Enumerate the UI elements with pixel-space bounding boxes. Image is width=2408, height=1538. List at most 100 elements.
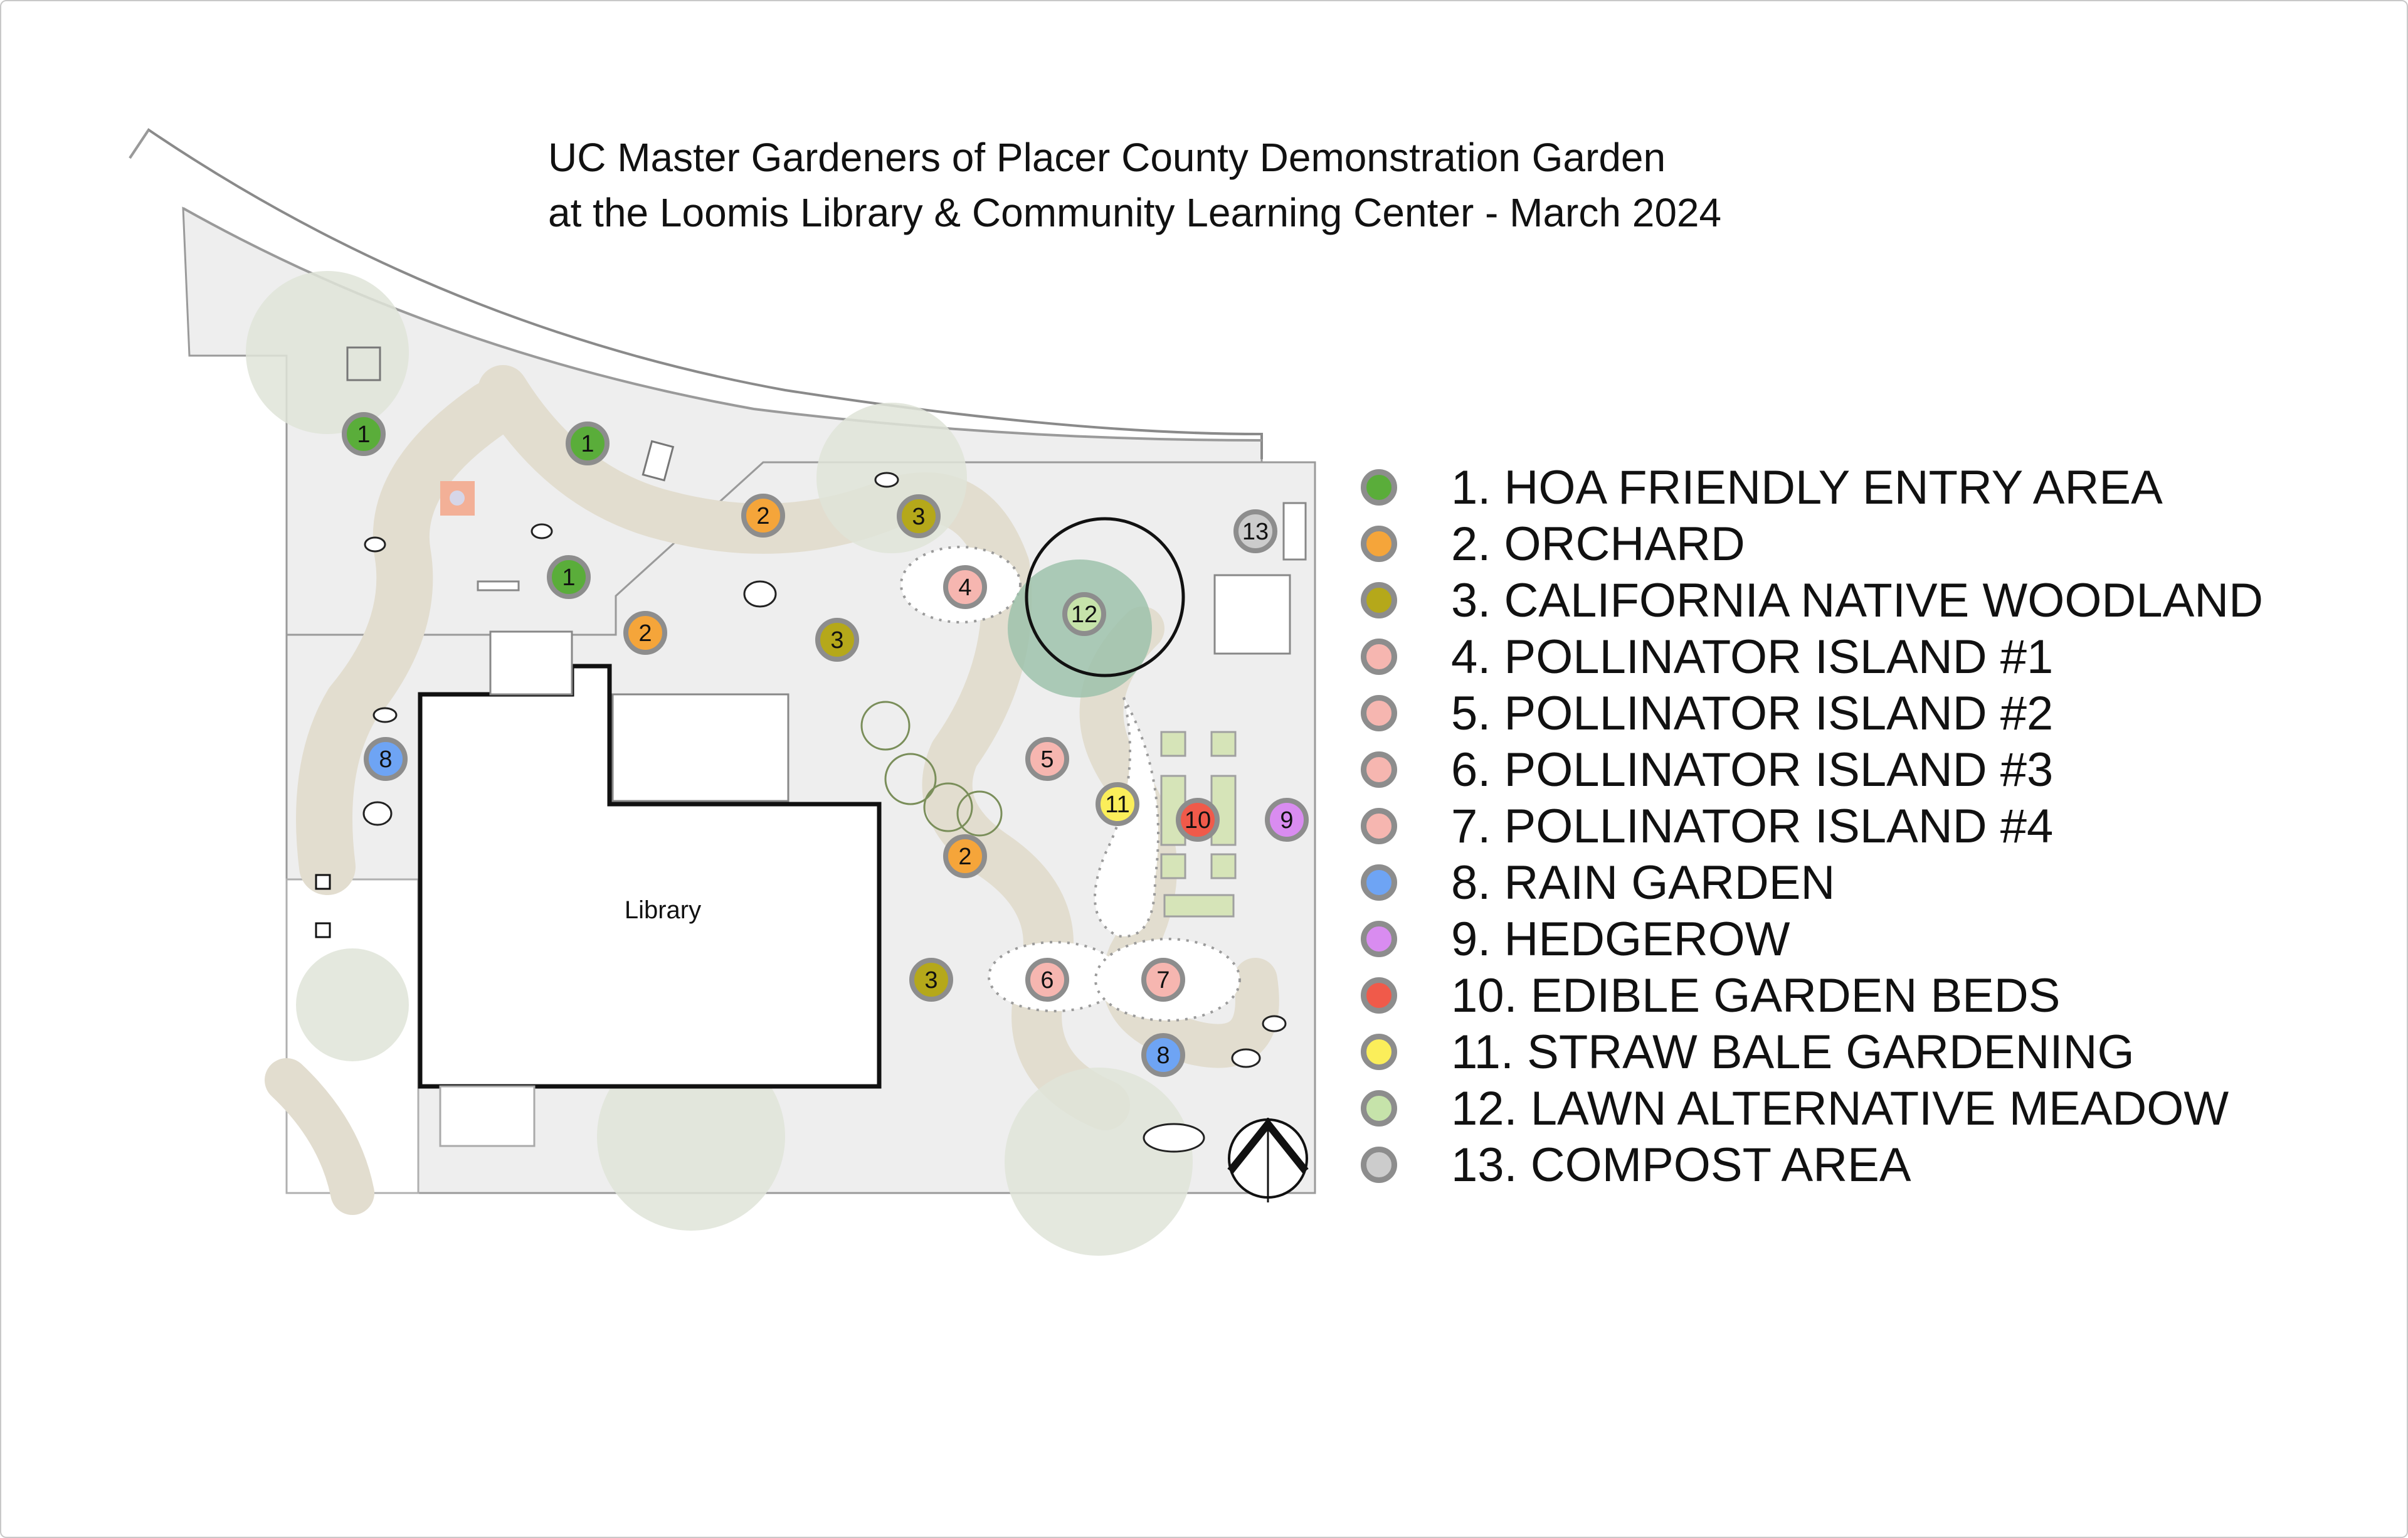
legend-label: 1. HOA FRIENDLY ENTRY AREA [1451,461,2163,514]
legend-item: 10. EDIBLE GARDEN BEDS [1356,972,2359,1029]
orchard-tree [860,701,911,751]
legend-swatch [1361,526,1397,562]
marker-number: 8 [379,746,392,773]
legend-label: 9. HEDGEROW [1451,913,1790,966]
legend-swatch [1361,808,1397,844]
legend-item: 5. POLLINATOR ISLAND #2 [1356,690,2359,746]
marker-number: 6 [1040,967,1054,994]
library-building: Library [418,630,882,1089]
legend-swatch [1361,921,1397,957]
legend-item: 8. RAIN GARDEN [1356,859,2359,916]
site-features [315,346,675,1147]
garden-bed [1163,894,1235,918]
marker-number: 2 [638,620,652,647]
legend-swatch [1361,1090,1397,1127]
marker-number: 12 [1071,602,1097,628]
compost-bin [1282,502,1307,561]
marker-number: 11 [1105,792,1129,818]
garden-beds [1160,731,1237,918]
rock [362,801,393,826]
map-marker-1: 1 [342,412,386,456]
marker-number: 1 [357,422,370,448]
marker-dot [1062,592,1106,636]
legend-swatch [1361,1034,1397,1070]
map-marker-5: 5 [1025,737,1069,781]
marker-number: 3 [912,504,925,530]
garden-bed [1160,731,1186,757]
marker-dot [909,958,953,1002]
rock [1231,1048,1261,1068]
rock [364,536,386,553]
map-title: UC Master Gardeners of Placer County Dem… [548,130,1721,240]
planter-box [346,346,381,381]
legend-item: 11. STRAW BALE GARDENING [1356,1029,2359,1085]
map-marker-2: 2 [741,494,785,538]
legend-swatch [1361,751,1397,788]
legend-item: 3. CALIFORNIA NATIVE WOODLAND [1356,577,2359,634]
legend-swatch [1361,582,1397,618]
orchard-tree [923,782,973,832]
shed [1213,574,1291,655]
orchard-trees [860,701,1003,837]
compost-structures [1213,502,1307,655]
marker-number: 7 [1156,967,1170,994]
legend-label: 12. LAWN ALTERNATIVE MEADOW [1451,1082,2229,1135]
legend-label: 5. POLLINATOR ISLAND #2 [1451,687,2054,740]
rock [1262,1015,1287,1032]
garden-bed [1160,853,1186,879]
marker-number: 4 [958,575,971,601]
legend-swatch [1361,1147,1397,1183]
legend-item: 9. HEDGEROW [1356,916,2359,972]
marker-number: 2 [756,503,769,529]
map-marker-9: 9 [1265,798,1309,842]
legend-label: 2. ORCHARD [1451,517,1745,571]
marker-dot [1141,1033,1185,1077]
legend-item: 12. LAWN ALTERNATIVE MEADOW [1356,1085,2359,1142]
title-line-2: at the Loomis Library & Community Learni… [548,190,1722,235]
south-path [265,1058,374,1215]
map-marker-10: 10 [1176,798,1220,842]
marker-dot [364,737,408,781]
legend-swatch [1361,864,1397,901]
rock [531,523,553,539]
marker-dot [1233,509,1277,553]
marker-dot [1265,798,1309,842]
map-marker-12: 12 [1062,592,1106,636]
map-marker-3: 3 [815,618,859,662]
marker-number: 9 [1280,807,1293,834]
legend-swatch [1361,639,1397,675]
legend-swatch [1361,469,1397,506]
marker-number: 10 [1185,807,1211,834]
marker-dot [815,618,859,662]
map-marker-8: 8 [364,737,408,781]
map-marker-6: 6 [1025,958,1069,1002]
rock [743,580,777,608]
entry-path [296,381,519,895]
marker-dot [1025,737,1069,781]
map-marker-1: 1 [547,555,591,599]
marker-dot [342,412,386,456]
meadow-tree [1025,517,1185,677]
marker-dot [566,422,610,465]
tree-canopy [1005,1068,1193,1256]
legend-item: 6. POLLINATOR ISLAND #3 [1356,746,2359,803]
garden-bed [1210,853,1237,879]
legend-item: 7. POLLINATOR ISLAND #4 [1356,803,2359,859]
bench [477,580,520,591]
tree-canopy [246,271,409,434]
map-marker-3: 3 [909,958,953,1002]
legend-item: 2. ORCHARD [1356,521,2359,577]
rocks [362,472,1287,1153]
map-marker-7: 7 [1141,958,1185,1002]
map-marker-8: 8 [1141,1033,1185,1077]
orchard-tree [956,790,1003,837]
tree-canopy [296,948,409,1061]
marker-number: 13 [1242,519,1269,545]
map-marker-1: 1 [566,422,610,465]
rock [1143,1123,1205,1153]
bench [642,440,675,482]
annex [489,630,573,696]
map-marker-11: 11 [1096,782,1139,826]
map-marker-2: 2 [623,611,667,655]
